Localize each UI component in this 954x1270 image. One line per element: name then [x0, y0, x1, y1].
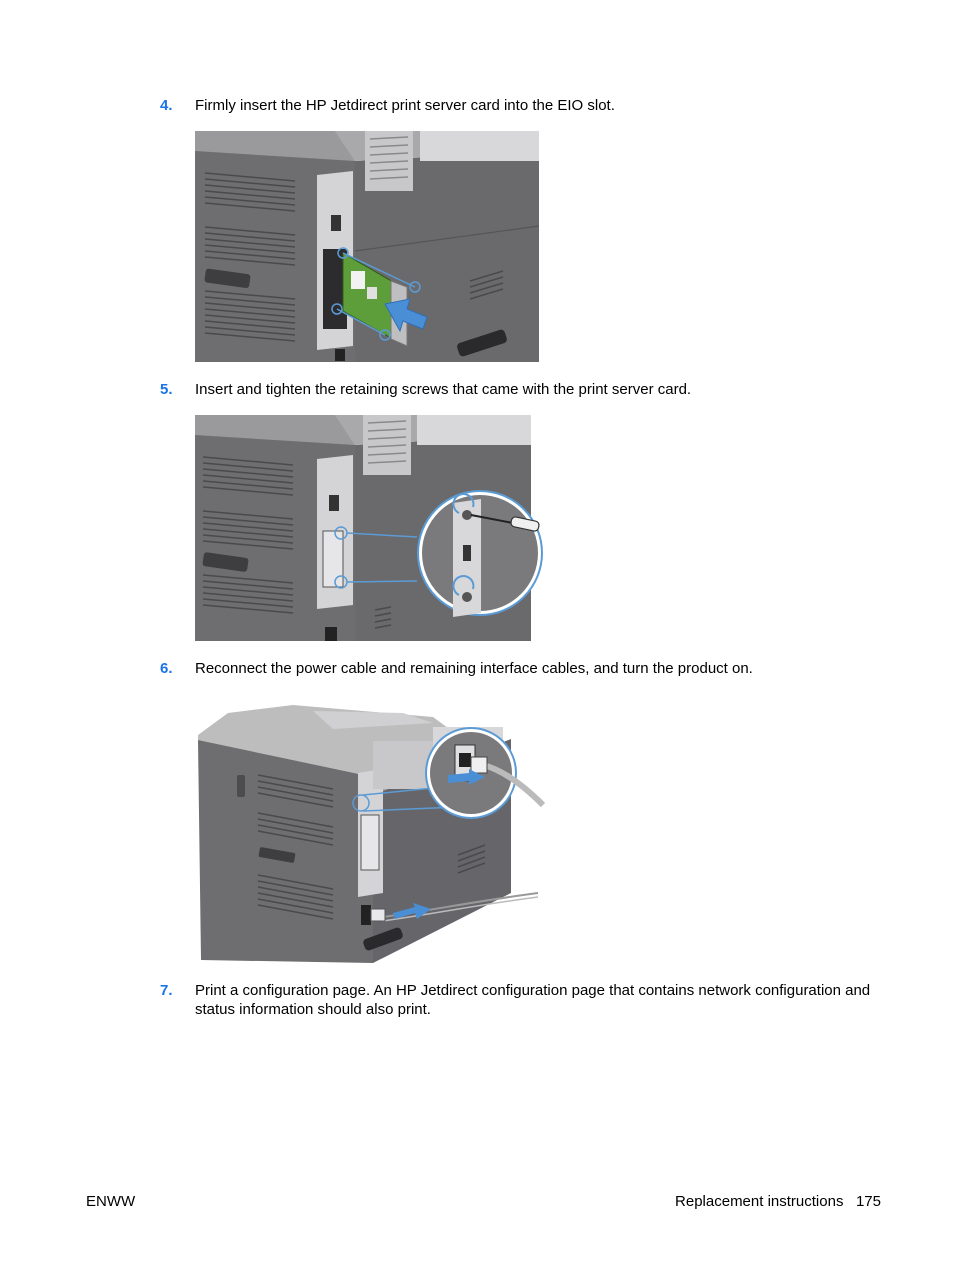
page-number: 175 — [855, 1193, 881, 1210]
figure-reconnect-cables — [193, 695, 545, 965]
step-number: 7. — [160, 982, 173, 999]
figure-insert-card — [195, 131, 539, 362]
step-text: Insert and tighten the retaining screws … — [195, 381, 692, 398]
step-text: Print a configuration page. An HP Jetdir… — [195, 982, 871, 1018]
step-number: 6. — [160, 660, 173, 677]
footer-right: Replacement instructions 175 — [675, 1193, 881, 1210]
footer-section: Replacement instructions — [675, 1193, 844, 1210]
step-text: Reconnect the power cable and remaining … — [195, 660, 753, 677]
step-number: 5. — [160, 381, 173, 398]
footer-left: ENWW — [86, 1193, 136, 1210]
figure-tighten-screws — [195, 415, 543, 641]
step-number: 4. — [160, 97, 173, 114]
step-text: Firmly insert the HP Jetdirect print ser… — [195, 97, 615, 114]
